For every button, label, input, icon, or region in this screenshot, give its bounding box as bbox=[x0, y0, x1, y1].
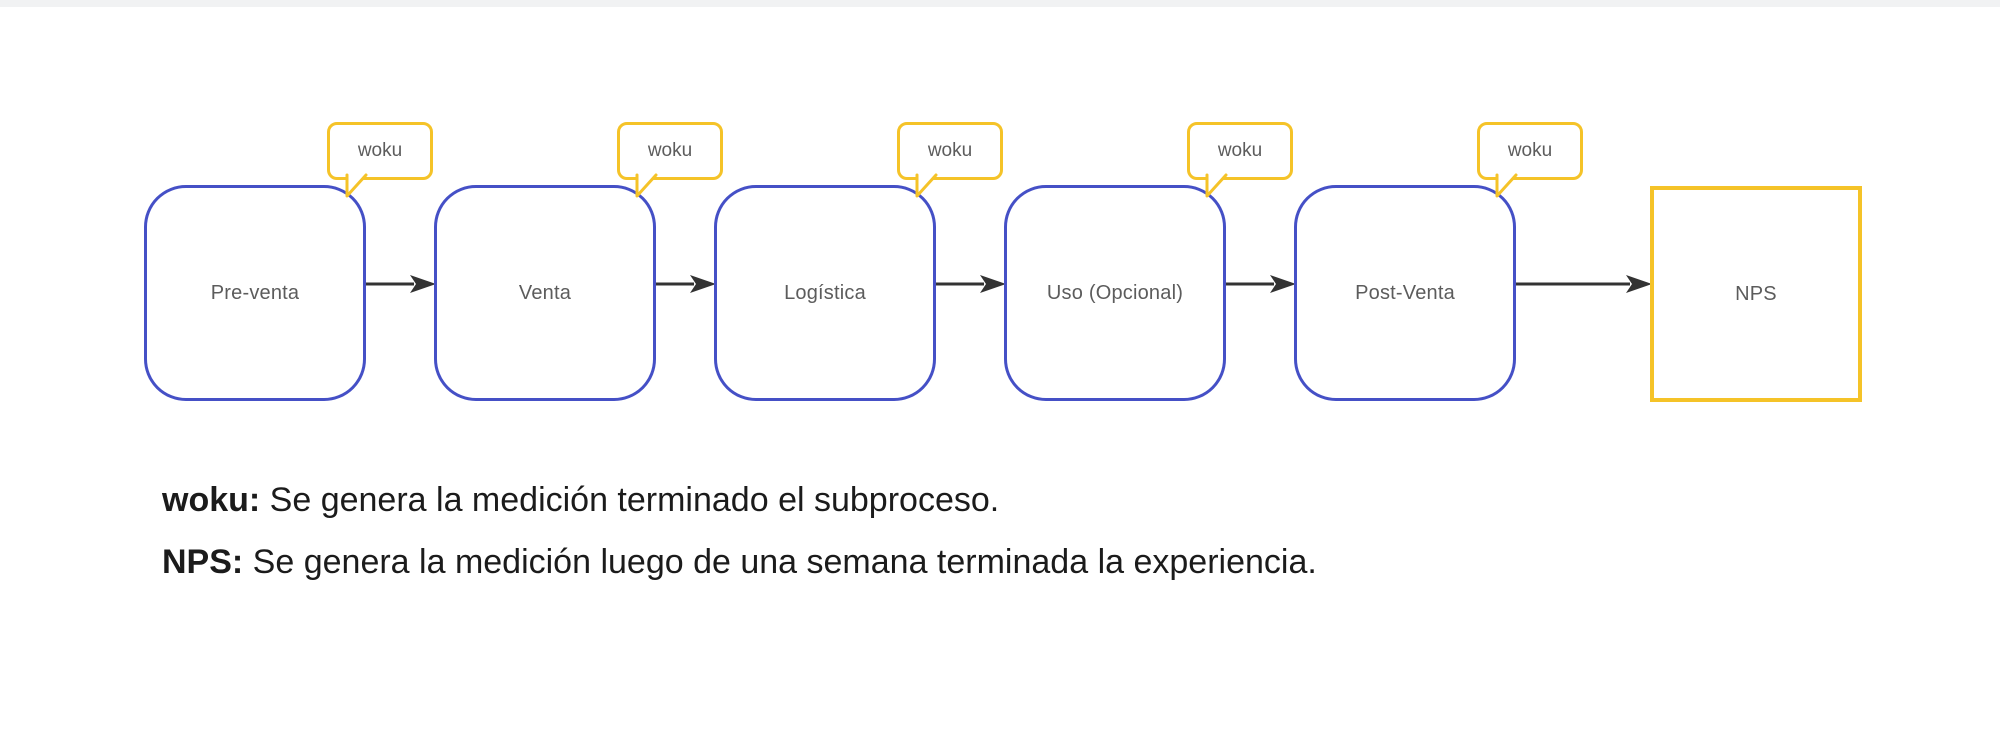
top-edge-strip bbox=[0, 0, 2000, 7]
callout-tail-icon bbox=[1495, 173, 1518, 198]
arrow-venta-to-logistica bbox=[656, 275, 716, 293]
node-label-post-venta: Post-Venta bbox=[1355, 281, 1455, 304]
arrow-uso-opcional-to-post-venta bbox=[1226, 275, 1296, 293]
node-nps[interactable]: NPS bbox=[1650, 186, 1862, 402]
legend-text-nps: Se genera la medición luego de una seman… bbox=[243, 542, 1317, 581]
node-label-venta: Venta bbox=[518, 281, 572, 304]
arrow-pre-venta-to-venta bbox=[366, 275, 436, 293]
legend-block: woku: Se genera la medición terminado el… bbox=[162, 470, 1862, 594]
node-post-venta[interactable]: Post-Venta bbox=[1294, 185, 1516, 401]
callout-label-pre-venta: woku bbox=[357, 140, 403, 161]
node-pre-venta[interactable]: Pre-venta bbox=[144, 185, 366, 401]
callout-tail-icon bbox=[345, 173, 368, 198]
node-venta[interactable]: Venta bbox=[434, 185, 656, 401]
flow-diagram: Pre-venta Venta Logística Uso (Opcional)… bbox=[144, 122, 1862, 402]
node-label-uso-opcional: Uso (Opcional) bbox=[1046, 281, 1184, 304]
callout-label-uso-opcional: woku bbox=[1217, 140, 1263, 161]
callout-bubble-pre-venta[interactable]: woku bbox=[327, 122, 433, 198]
callout-bubble-post-venta[interactable]: woku bbox=[1477, 122, 1583, 198]
callout-tail-icon bbox=[1205, 173, 1228, 198]
callout-bubble-uso-opcional[interactable]: woku bbox=[1187, 122, 1293, 198]
callout-label-venta: woku bbox=[647, 140, 693, 161]
callout-tail-icon bbox=[915, 173, 938, 198]
legend-line-nps: NPS: Se genera la medición luego de una … bbox=[162, 532, 1862, 594]
node-label-pre-venta: Pre-venta bbox=[210, 281, 300, 304]
legend-term-nps: NPS: bbox=[162, 542, 244, 581]
callout-bubble-logistica[interactable]: woku bbox=[897, 122, 1003, 198]
callout-label-post-venta: woku bbox=[1507, 140, 1553, 161]
legend-text-woku: Se genera la medición terminado el subpr… bbox=[260, 481, 1000, 519]
node-logistica[interactable]: Logística bbox=[714, 185, 936, 401]
node-label-logistica: Logística bbox=[784, 281, 866, 304]
arrow-logistica-to-uso-opcional bbox=[936, 275, 1006, 293]
legend-term-woku: woku: bbox=[162, 481, 261, 519]
node-uso-opcional[interactable]: Uso (Opcional) bbox=[1004, 185, 1226, 401]
node-label-nps: NPS bbox=[1735, 282, 1777, 305]
legend-line-woku: woku: Se genera la medición terminado el… bbox=[162, 470, 1862, 532]
arrow-post-venta-to-nps bbox=[1516, 275, 1652, 293]
callout-label-logistica: woku bbox=[927, 140, 973, 161]
callout-tail-icon bbox=[635, 173, 658, 198]
callout-bubble-venta[interactable]: woku bbox=[617, 122, 723, 198]
